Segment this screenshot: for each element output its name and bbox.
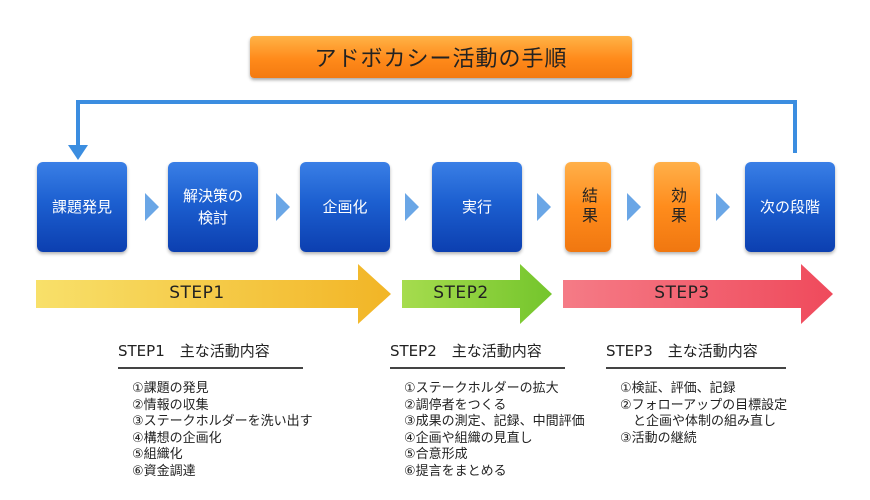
flow-box-label: 企画化 — [322, 198, 368, 216]
list-item: ②フォローアップの目標設定 — [620, 397, 788, 413]
list-item: ①課題の発見 — [132, 381, 209, 396]
flow-box-issue-discovery: 課題発見 — [37, 162, 127, 252]
flow-box-planning: 企画化 — [300, 162, 390, 252]
panel-title: STEP1 主な活動内容 — [118, 342, 270, 360]
list-item: ④企画や組織の見直し — [404, 430, 533, 446]
chevron-right-icon — [716, 193, 730, 221]
flow-box-label: 次の段階 — [759, 198, 820, 216]
step2-arrow — [402, 264, 552, 324]
chevron-right-icon — [405, 193, 419, 221]
flow-box-solution-review: 解決策の 検討 — [168, 162, 258, 252]
flow-box-label-line1: 解決策の — [182, 187, 243, 205]
panel-divider — [390, 367, 565, 369]
activity-list: ①検証、評価、記録 ②フォローアップの目標設定 と企画や体制の組み直し ③活動の… — [606, 381, 788, 447]
activity-list: ①課題の発見 ②情報の収集 ③ステークホルダーを洗い出す ④構想の企画化 ⑤組織… — [118, 381, 313, 480]
list-item: ①検証、評価、記録 — [620, 381, 736, 396]
flow-box-label: 効果 — [668, 187, 687, 227]
list-item: ①ステークホルダーの拡大 — [404, 381, 559, 396]
list-item: ②調停者をつくる — [404, 397, 507, 413]
flow-box-label: 結果 — [579, 187, 598, 227]
activity-list: ①ステークホルダーの拡大 ②調停者をつくる ③成果の測定、記録、中間評価 ④企画… — [390, 381, 585, 480]
list-item: ④構想の企画化 — [132, 430, 222, 446]
panel-title: STEP2 主な活動内容 — [390, 342, 542, 360]
chevron-right-icon — [145, 193, 159, 221]
list-item: ②情報の収集 — [132, 397, 209, 413]
step2-activities-panel: STEP2 主な活動内容 ①ステークホルダーの拡大 ②調停者をつくる ③成果の測… — [390, 340, 585, 480]
list-item: ③活動の継続 — [620, 430, 697, 446]
list-item: ⑤合意形成 — [404, 447, 468, 462]
step1-activities-panel: STEP1 主な活動内容 ①課題の発見 ②情報の収集 ③ステークホルダーを洗い出… — [118, 340, 313, 480]
flow-box-label: 課題発見 — [51, 198, 112, 216]
step3-label: STEP3 — [654, 283, 710, 303]
flow-box-execution: 実行 — [432, 162, 522, 252]
feedback-loop-arrow — [68, 100, 797, 160]
flow-box-effect: 効果 — [654, 162, 700, 252]
chevron-right-icon — [537, 193, 551, 221]
list-item: ⑥資金調達 — [132, 463, 196, 479]
list-item: ③成果の測定、記録、中間評価 — [404, 414, 585, 429]
diagram-title: アドボカシー活動の手順 — [250, 36, 632, 78]
list-item: ③ステークホルダーを洗い出す — [132, 414, 313, 429]
chevron-right-icon — [627, 193, 641, 221]
step3-arrow — [563, 264, 833, 324]
panel-divider — [118, 367, 303, 369]
flow-box-label-line2: 検討 — [197, 209, 228, 227]
list-item: と企画や体制の組み直し — [620, 414, 777, 429]
chevron-right-icon — [276, 193, 290, 221]
step1-arrow — [36, 264, 391, 324]
step1-label: STEP1 — [169, 283, 225, 303]
flow-box-next-stage: 次の段階 — [745, 162, 835, 252]
panel-title: STEP3 主な活動内容 — [606, 342, 758, 360]
step2-label: STEP2 — [433, 283, 489, 303]
list-item: ⑤組織化 — [132, 447, 183, 462]
flow-box-result: 結果 — [565, 162, 611, 252]
flow-box-label: 実行 — [461, 198, 492, 216]
panel-divider — [606, 367, 786, 369]
list-item: ⑥提言をまとめる — [404, 463, 507, 479]
step3-activities-panel: STEP3 主な活動内容 ①検証、評価、記録 ②フォローアップの目標設定 と企画… — [606, 340, 788, 447]
